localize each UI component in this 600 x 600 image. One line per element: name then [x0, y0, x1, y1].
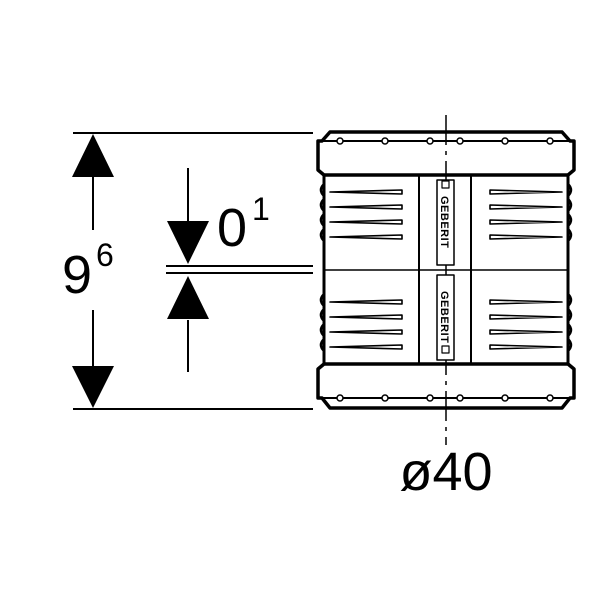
- top-rim-rivets: [336, 137, 554, 145]
- rim-rivet: [426, 394, 434, 402]
- gap-superscript: 1: [252, 191, 270, 227]
- grip-line-right: [489, 299, 563, 305]
- grip-line-left: [329, 329, 403, 335]
- grip-line-right: [489, 189, 563, 195]
- side-rib-right: [567, 213, 573, 227]
- gap-arrow-down-icon: [167, 221, 209, 264]
- side-rib-left: [319, 323, 325, 337]
- rim-rivet: [501, 137, 509, 145]
- brand-mark-bottom-icon: [441, 345, 450, 354]
- gap-value: 0: [217, 198, 247, 258]
- grip-line-left: [329, 234, 403, 240]
- side-rib-left: [319, 293, 325, 307]
- total-height-value: 9: [62, 245, 92, 305]
- grip-line-left: [329, 189, 403, 195]
- side-rib-left: [319, 338, 325, 352]
- rim-rivet: [546, 137, 554, 145]
- rim-rivet: [546, 394, 554, 402]
- bottom-rim: [316, 362, 576, 410]
- brand-text-top: GEBERIT: [438, 196, 450, 248]
- total-height-dimension: 9 6: [62, 132, 313, 410]
- side-rib-right: [567, 338, 573, 352]
- grip-line-left: [329, 219, 403, 225]
- rim-rivet: [456, 137, 464, 145]
- total-height-superscript: 6: [96, 237, 114, 273]
- brand-text-bottom: GEBERIT: [438, 291, 450, 343]
- brand-label-bottom-frame: [436, 274, 455, 361]
- rim-rivet: [381, 137, 389, 145]
- side-rib-right: [567, 198, 573, 212]
- side-rib-right: [567, 323, 573, 337]
- grip-line-left: [329, 314, 403, 320]
- grip-line-right: [489, 219, 563, 225]
- grip-line-right: [489, 329, 563, 335]
- gap-dimension: 0 1: [166, 168, 313, 372]
- grip-line-left: [329, 204, 403, 210]
- brand-panel-frame: [418, 174, 472, 365]
- total-height-arrow-down-icon: [72, 366, 114, 408]
- side-rib-right: [567, 228, 573, 242]
- grip-line-left: [329, 344, 403, 350]
- side-rib-left: [319, 228, 325, 242]
- side-rib-left: [319, 183, 325, 197]
- grip-line-right: [489, 234, 563, 240]
- side-rib-left: [319, 198, 325, 212]
- rim-rivet: [381, 394, 389, 402]
- rim-rivet: [456, 394, 464, 402]
- side-rib-right: [567, 293, 573, 307]
- bottom-rim-rivets: [336, 394, 554, 402]
- rim-rivet: [336, 137, 344, 145]
- grip-line-left: [329, 299, 403, 305]
- rim-rivet: [426, 137, 434, 145]
- grip-line-right: [489, 204, 563, 210]
- top-rim: [316, 130, 576, 177]
- grip-line-right: [489, 314, 563, 320]
- diameter-label: ø40: [399, 442, 492, 502]
- side-rib-left: [319, 213, 325, 227]
- rim-rivet: [336, 394, 344, 402]
- gap-arrow-up-icon: [167, 276, 209, 319]
- brand-panel: GEBERIT GEBERIT: [418, 174, 472, 365]
- side-ribs: [319, 183, 573, 352]
- side-rib-left: [319, 308, 325, 322]
- brand-label-top-frame: [436, 179, 455, 266]
- grip-line-right: [489, 344, 563, 350]
- coupling-part: GEBERIT GEBERIT: [316, 130, 576, 410]
- rim-rivet: [501, 394, 509, 402]
- side-rib-right: [567, 308, 573, 322]
- total-height-arrow-up-icon: [72, 134, 114, 177]
- body-side-outline: [322, 174, 570, 364]
- brand-mark-top-icon: [441, 180, 450, 189]
- grip-lines: [329, 189, 563, 350]
- side-rib-right: [567, 183, 573, 197]
